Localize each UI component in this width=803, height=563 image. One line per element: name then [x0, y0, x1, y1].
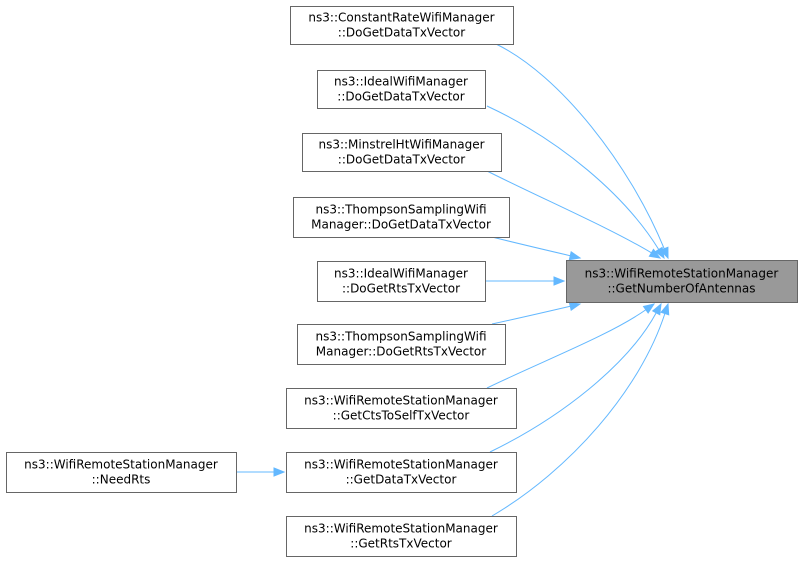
edge-arrowhead — [651, 302, 662, 316]
edge-thompson-dogetrtstxvector-to-getnumberofantennas — [491, 301, 582, 325]
node-label-line: ns3::IdealWifiManager — [334, 75, 468, 89]
edge-line — [491, 236, 571, 257]
node-label-line: ::GetDataTxVector — [346, 473, 457, 487]
node-label-line: ns3::ConstantRateWifiManager — [308, 11, 494, 25]
node-box[interactable] — [6, 452, 237, 493]
edge-line — [491, 305, 571, 325]
node-label-line: ::DoGetDataTxVector — [337, 90, 464, 104]
edge-thompson-dogetdatatxvector-to-getnumberofantennas — [491, 236, 582, 261]
node-label-line: ns3::IdealWifiManager — [334, 267, 468, 281]
nodes-layer: ns3::WifiRemoteStationManager::GetNumber… — [6, 6, 798, 557]
caller-node-getdatatxvector[interactable]: ns3::WifiRemoteStationManager::GetDataTx… — [286, 452, 517, 493]
edge-getdatatxvector-to-getnumberofantennas — [489, 302, 662, 453]
edges-layer — [237, 43, 670, 517]
caller-node-thompson-dogetrtstxvector[interactable]: ns3::ThompsonSamplingWifiManager::DoGetR… — [297, 324, 506, 365]
edge-needrts-to-getdatatxvector — [237, 467, 286, 477]
node-label-line: ns3::WifiRemoteStationManager — [304, 522, 498, 536]
edge-minstrelht-dogetdatatxvector-to-getnumberofantennas — [486, 170, 662, 259]
focus-node-getnumberofantennas[interactable]: ns3::WifiRemoteStationManager::GetNumber… — [566, 260, 798, 303]
node-label-line: ::DoGetDataTxVector — [338, 26, 465, 40]
node-label-line: Manager::DoGetRtsTxVector — [316, 345, 486, 359]
node-label-line: ::GetNumberOfAntennas — [607, 282, 755, 296]
caller-node-constantrate-dogetdatatxvector[interactable]: ns3::ConstantRateWifiManager::DoGetDataT… — [290, 6, 514, 45]
edge-arrowhead — [654, 246, 665, 260]
edge-line — [489, 312, 657, 453]
caller-node-ideal-dogetrtstxvector[interactable]: ns3::IdealWifiManager::DoGetRtsTxVector — [317, 261, 486, 302]
node-label-line: ns3::WifiRemoteStationManager — [304, 394, 498, 408]
edge-getctstoselftxvector-to-getnumberofantennas — [486, 303, 656, 389]
edge-line — [486, 105, 660, 250]
edge-arrowhead — [642, 303, 656, 314]
caller-node-needrts[interactable]: ns3::WifiRemoteStationManager::NeedRts — [6, 452, 237, 493]
node-label-line: ::GetCtsToSelfTxVector — [333, 409, 470, 423]
node-label-line: ns3::WifiRemoteStationManager — [304, 458, 498, 472]
edge-line — [491, 313, 666, 517]
edge-arrowhead — [273, 467, 286, 477]
edge-ideal-dogetdatatxvector-to-getnumberofantennas — [486, 105, 665, 260]
node-label-line: ::NeedRts — [92, 473, 151, 487]
edge-line — [495, 43, 665, 249]
caller-node-getctstoselftxvector[interactable]: ns3::WifiRemoteStationManager::GetCtsToS… — [286, 388, 517, 429]
node-label-line: ns3::WifiRemoteStationManager — [585, 267, 779, 281]
edge-arrowhead — [660, 302, 670, 316]
edge-arrowhead — [568, 250, 582, 261]
node-label-line: ns3::WifiRemoteStationManager — [24, 458, 218, 472]
node-box[interactable] — [317, 261, 486, 302]
caller-node-getrtstxvector[interactable]: ns3::WifiRemoteStationManager::GetRtsTxV… — [286, 516, 517, 557]
node-box[interactable] — [293, 197, 510, 238]
node-box[interactable] — [297, 324, 506, 365]
edge-line — [486, 309, 647, 389]
node-box[interactable] — [286, 388, 517, 429]
edge-arrowhead — [568, 301, 582, 312]
node-label-line: ns3::ThompsonSamplingWifi — [315, 203, 486, 217]
edge-ideal-dogetrtstxvector-to-getnumberofantennas — [486, 276, 566, 286]
node-label-line: ::DoGetRtsTxVector — [342, 282, 460, 296]
caller-node-minstrelht-dogetdatatxvector[interactable]: ns3::MinstrelHtWifiManager::DoGetDataTxV… — [302, 133, 502, 172]
node-label-line: Manager::DoGetDataTxVector — [311, 218, 491, 232]
node-label-line: ns3::ThompsonSamplingWifi — [315, 330, 486, 344]
edge-arrowhead — [553, 276, 566, 286]
edge-line — [486, 170, 652, 254]
caller-node-ideal-dogetdatatxvector[interactable]: ns3::IdealWifiManager::DoGetDataTxVector — [317, 70, 486, 109]
edge-arrowhead — [648, 248, 662, 259]
caller-node-thompson-dogetdatatxvector[interactable]: ns3::ThompsonSamplingWifiManager::DoGetD… — [293, 197, 510, 238]
node-box[interactable] — [286, 452, 517, 493]
node-label-line: ns3::MinstrelHtWifiManager — [318, 138, 484, 152]
node-box[interactable] — [286, 516, 517, 557]
node-box[interactable] — [290, 6, 514, 45]
node-label-line: ::DoGetDataTxVector — [338, 153, 465, 167]
node-label-line: ::GetRtsTxVector — [350, 537, 452, 551]
node-box[interactable] — [566, 260, 798, 303]
edge-getrtstxvector-to-getnumberofantennas — [491, 302, 670, 517]
node-box[interactable] — [302, 133, 502, 172]
node-box[interactable] — [317, 70, 486, 109]
